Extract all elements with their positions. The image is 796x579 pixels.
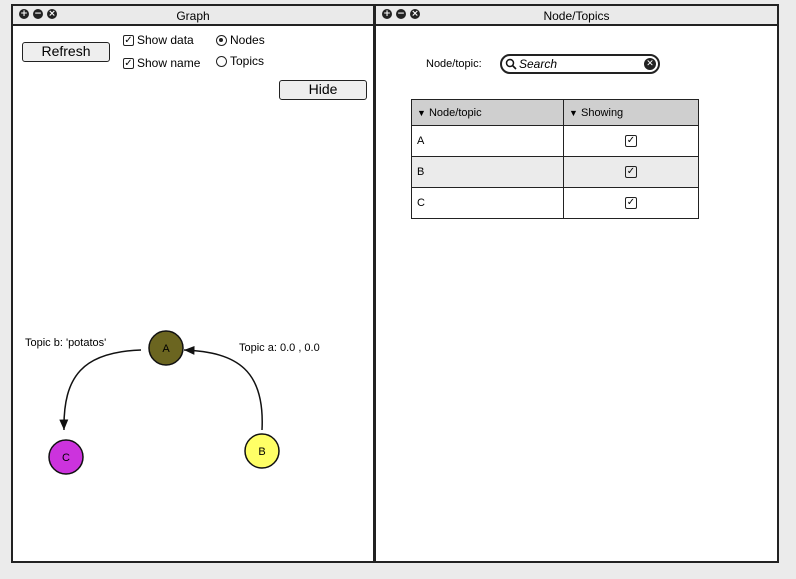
table-row[interactable]: B ✓	[411, 156, 699, 188]
radio-selected-icon	[216, 34, 227, 46]
row-showing-cell: ✓	[563, 125, 699, 157]
show-name-label: Show name	[137, 56, 201, 70]
graph-title: Graph	[176, 9, 210, 23]
edge-label-topic-a: Topic a: 0.0 , 0.0	[239, 342, 320, 354]
node-c-label: C	[62, 452, 70, 464]
nodes-radio-label: Nodes	[230, 33, 265, 47]
radio-unselected-icon	[216, 55, 227, 67]
graph-panel: + − × Graph Refresh ✓ Show data ✓ Show n…	[11, 4, 375, 563]
showing-checkbox[interactable]: ✓	[625, 166, 637, 179]
nodes-radio[interactable]: Nodes	[216, 33, 265, 47]
row-showing-cell: ✓	[563, 187, 699, 219]
row-node-name: A	[411, 125, 564, 157]
showing-checkbox[interactable]: ✓	[625, 135, 637, 148]
topics-radio[interactable]: Topics	[216, 54, 264, 68]
minimize-icon[interactable]: −	[396, 9, 406, 19]
show-data-label: Show data	[137, 33, 194, 47]
row-node-name: B	[411, 156, 564, 188]
node-graph: Topic b: 'potatos' Topic a: 0.0 , 0.0 A …	[25, 330, 320, 475]
table-row[interactable]: A ✓	[411, 125, 699, 157]
node-topics-titlebar: + − × Node/Topics	[376, 6, 777, 26]
column-header-label: Showing	[580, 106, 624, 119]
close-icon[interactable]: ×	[410, 9, 420, 19]
window-controls: + − ×	[19, 9, 57, 19]
column-header-node-topic[interactable]: ▼ Node/topic	[411, 99, 564, 126]
checkbox-checked-icon: ✓	[123, 57, 134, 69]
add-icon[interactable]: +	[19, 9, 29, 19]
node-topic-table: ▼ Node/topic ▼ Showing A ✓ B ✓	[411, 99, 699, 219]
topics-radio-label: Topics	[230, 54, 265, 68]
sort-icon: ▼	[417, 107, 426, 118]
hide-button[interactable]: Hide	[279, 80, 367, 100]
minimize-icon[interactable]: −	[33, 9, 43, 19]
node-topics-panel: + − × Node/Topics Node/topic: ✕ ▼ Node/t…	[374, 4, 779, 563]
search-label: Node/topic:	[426, 58, 482, 70]
table-header-row: ▼ Node/topic ▼ Showing	[411, 99, 699, 126]
show-name-checkbox[interactable]: ✓ Show name	[123, 56, 200, 70]
node-b-label: B	[258, 446, 265, 458]
show-data-checkbox[interactable]: ✓ Show data	[123, 33, 194, 47]
node-topics-title: Node/Topics	[543, 9, 610, 23]
column-header-label: Node/topic	[428, 106, 482, 119]
column-header-showing[interactable]: ▼ Showing	[563, 99, 699, 126]
checkbox-checked-icon: ✓	[123, 34, 134, 46]
search-icon	[505, 58, 517, 70]
search-input[interactable]	[519, 57, 644, 71]
graph-node-a[interactable]: A	[148, 330, 184, 366]
graph-node-b[interactable]: B	[244, 433, 280, 469]
sort-icon: ▼	[569, 107, 578, 118]
row-showing-cell: ✓	[563, 156, 699, 188]
node-a-label: A	[162, 343, 170, 355]
edge-b-to-a	[183, 345, 263, 431]
clear-search-icon[interactable]: ✕	[644, 58, 656, 70]
table-row[interactable]: C ✓	[411, 187, 699, 219]
graph-titlebar: + − × Graph	[13, 6, 373, 26]
row-node-name: C	[411, 187, 564, 219]
edge-a-to-c	[59, 349, 142, 431]
add-icon[interactable]: +	[382, 9, 392, 19]
graph-node-c[interactable]: C	[48, 439, 84, 475]
close-icon[interactable]: ×	[47, 9, 57, 19]
search-box: ✕	[500, 54, 660, 74]
refresh-button[interactable]: Refresh	[22, 42, 110, 62]
edge-label-topic-b: Topic b: 'potatos'	[25, 337, 106, 349]
showing-checkbox[interactable]: ✓	[625, 197, 637, 210]
window-controls: + − ×	[382, 9, 420, 19]
